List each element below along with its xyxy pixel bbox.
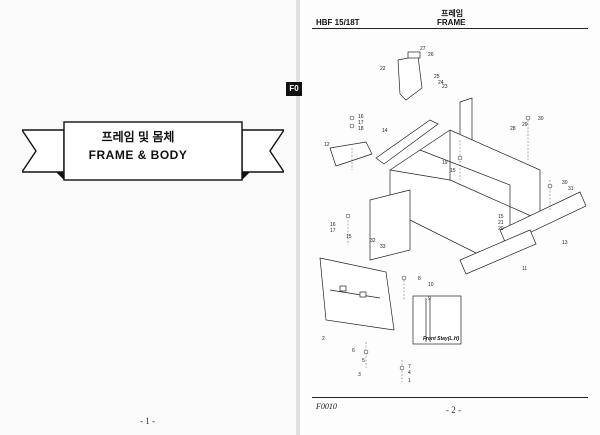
callout: 23 [442,84,448,90]
bolt-part [525,115,531,121]
callout: 27 [420,46,426,52]
callout: 14 [382,128,388,134]
footer-rule [312,397,588,398]
callout: 1 [408,378,411,384]
callout: 15 [346,234,352,240]
seat-cover-part [397,55,423,101]
callout: 19 [442,160,448,166]
callout: 17 [358,120,364,126]
title-banner-graphic [22,121,284,181]
page-spine [296,0,300,435]
chapter-title-korean: 프레임 및 몸체 [101,130,175,144]
top-plate-part [375,119,439,165]
bolt-part [457,155,463,161]
callout: 32 [370,238,376,244]
callout: 15 [450,168,456,174]
left-page: 프레임 및 몸체 FRAME & BODY - 1 - [0,0,296,435]
section-tab: F0 [286,82,302,96]
bottom-beam-part [459,229,537,275]
front-mast-bracket [369,189,411,261]
callout: 13 [562,240,568,246]
right-page-number: - 2 - [446,405,461,415]
callout: 30 [538,116,544,122]
bolt-part [399,365,405,371]
callout: 10 [428,282,434,288]
callout: 28 [510,126,516,132]
frame-exploded-diagram: 27 26 22 25 24 23 16 17 18 14 12 30 28 2… [319,46,587,384]
bolt-part [547,183,553,189]
footer-code: F0010 [316,402,337,411]
callout: 20 [498,226,504,232]
callout: 30 [562,180,568,186]
callout: 33 [380,244,386,250]
callout: 3 [358,372,361,378]
callout: 8 [418,276,421,282]
inset-box [412,295,462,345]
callout: 6 [352,348,355,354]
section-title-korean: 프레임 [441,9,464,18]
callout: 17 [330,228,336,234]
callout: 12 [324,142,330,148]
callout: 9 [428,296,431,302]
header-rule [312,28,588,29]
left-page-number: - 1 - [140,416,155,426]
callout: 15 [498,214,504,220]
callout: 16 [330,222,336,228]
callout: 11 [522,266,527,272]
bolt-part [401,275,407,281]
callout: 16 [358,114,364,120]
callout: 25 [434,74,440,80]
chapter-title-english: FRAME & BODY [88,148,188,162]
callout: 7 [408,364,411,370]
callout: 22 [380,66,386,72]
section-title-english: FRAME [437,18,466,27]
model-header: HBF 15/18T [316,18,360,27]
bolt-part [345,213,351,219]
cover-cap-part [407,51,421,59]
inset-label: Front Stay(L.H) [423,336,460,342]
callout: 24 [438,80,444,86]
callout: 26 [428,52,434,58]
callout: 18 [358,126,364,132]
callout: 2 [322,336,325,342]
left-plate-part [329,141,373,167]
bolt-part [349,123,355,129]
callout: 4 [408,370,411,376]
right-rail-part [499,191,587,245]
callout: 31 [568,186,574,192]
bolt-part [363,349,369,355]
chapter-title: 프레임 및 몸체 FRAME & BODY [64,128,212,178]
callout: 21 [498,220,504,226]
bolt-part [349,115,355,121]
callout: 29 [522,122,528,128]
callout: 5 [362,358,365,364]
